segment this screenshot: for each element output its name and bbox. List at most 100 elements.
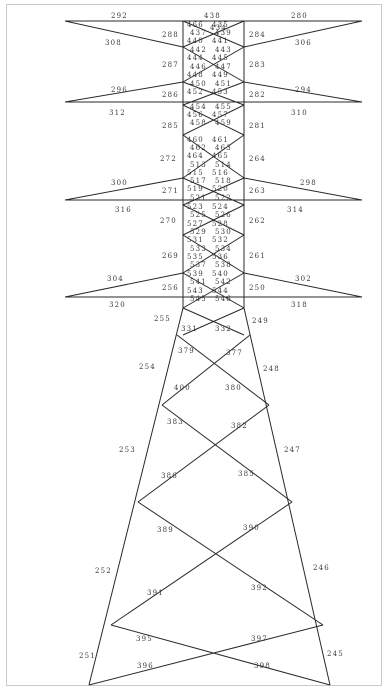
label-272: 272: [160, 155, 177, 163]
mast-node-label: 446: [190, 63, 207, 71]
label-261: 261: [249, 252, 266, 260]
mast-node-label: 531: [187, 236, 204, 244]
mast-node-label: 515: [187, 169, 204, 177]
mast-node-label: 546: [215, 295, 232, 303]
label-294: 294: [295, 86, 312, 94]
mast-node-label: 516: [212, 169, 229, 177]
label-398: 398: [254, 662, 271, 670]
crossarm-2-left-upper: [64, 81, 184, 103]
mast-node-label: 437: [190, 29, 207, 37]
mast-node-label: 460: [187, 136, 204, 144]
label-382: 382: [231, 422, 248, 430]
mast-node-label: 517: [190, 177, 207, 185]
label-247: 247: [284, 446, 301, 454]
label-283: 283: [249, 61, 266, 69]
label-286: 286: [162, 91, 179, 99]
mast-node-label: 540: [212, 270, 229, 278]
mast-node-label: 536: [212, 253, 229, 261]
mast-node-label: 544: [212, 287, 229, 295]
label-312: 312: [109, 109, 126, 117]
label-391: 391: [147, 589, 164, 597]
label-396: 396: [137, 662, 154, 670]
label-281: 281: [249, 122, 266, 130]
label-385: 385: [238, 470, 255, 478]
label-389: 389: [157, 526, 174, 534]
label-320: 320: [109, 301, 126, 309]
label-434: 434: [210, 24, 227, 32]
mast-node-label: 524: [212, 203, 229, 211]
mast-node-label: 448: [187, 71, 204, 79]
label-264: 264: [249, 155, 266, 163]
mast-node-label: 459: [215, 119, 232, 127]
mast-node-label: 542: [215, 278, 232, 286]
mast-node-label: 535: [187, 253, 204, 261]
mast-node-label: 450: [190, 80, 207, 88]
mast-node-label: 441: [212, 37, 229, 45]
crossarm-3-left-upper: [64, 177, 184, 201]
figure-frame: 292 438 288 434 284 280 308 306 287 283 …: [6, 4, 382, 686]
mast-node-label: 463: [215, 144, 232, 152]
mast-node-label: 439: [215, 29, 232, 37]
label-379: 379: [178, 347, 195, 355]
label-288: 288: [162, 31, 179, 39]
label-316: 316: [115, 206, 132, 214]
label-252: 252: [95, 567, 112, 575]
label-314: 314: [287, 206, 304, 214]
mast-node-label: 530: [215, 228, 232, 236]
label-400: 400: [174, 384, 191, 392]
mast-node-label: 465: [212, 152, 229, 160]
mast-node-label: 522: [215, 194, 232, 202]
label-296: 296: [111, 86, 128, 94]
label-248: 248: [263, 365, 280, 373]
mast-node-label: 435: [212, 21, 229, 29]
mast-node-label: 537: [190, 261, 207, 269]
mast-node-label: 442: [190, 46, 207, 54]
mast-node-label: 449: [212, 71, 229, 79]
label-395: 395: [136, 635, 153, 643]
mast-node-label: 440: [187, 37, 204, 45]
label-383: 383: [167, 418, 184, 426]
mast-node-label: 453: [212, 88, 229, 96]
label-256: 256: [162, 284, 179, 292]
crossarm-2-right-upper: [243, 81, 363, 103]
mast-node-label: 451: [215, 80, 232, 88]
mast-node-label: 514: [215, 161, 232, 169]
label-253: 253: [119, 446, 136, 454]
mast-node-label: 466: [187, 21, 204, 29]
label-287: 287: [162, 61, 179, 69]
mast-node-label: 445: [212, 54, 229, 62]
body-right-leg: [243, 307, 331, 686]
label-390: 390: [243, 524, 260, 532]
label-292: 292: [111, 12, 128, 20]
mast-node-label: 455: [215, 103, 232, 111]
label-392: 392: [251, 584, 268, 592]
label-262: 262: [249, 217, 266, 225]
mast-node-label: 464: [187, 152, 204, 160]
label-271: 271: [162, 187, 179, 195]
label-282: 282: [249, 91, 266, 99]
label-386: 386: [161, 472, 178, 480]
mast-node-label: 543: [187, 287, 204, 295]
label-254: 254: [139, 363, 156, 371]
label-332: 332: [215, 325, 232, 333]
mast-node-label: 458: [190, 119, 207, 127]
mast-node-label: 454: [190, 103, 207, 111]
label-304: 304: [107, 275, 124, 283]
label-284: 284: [249, 31, 266, 39]
label-302: 302: [295, 275, 312, 283]
label-269: 269: [162, 252, 179, 260]
mast-node-label: 457: [212, 111, 229, 119]
mast-node-label: 545: [190, 295, 207, 303]
label-280: 280: [291, 12, 308, 20]
mast-node-label: 461: [212, 136, 229, 144]
label-263: 263: [249, 187, 266, 195]
mast-node-label: 526: [215, 211, 232, 219]
label-250: 250: [249, 284, 266, 292]
mast-node-label: 518: [215, 177, 232, 185]
mast-node-label: 528: [212, 220, 229, 228]
mast-node-label: 519: [187, 185, 204, 193]
mast-node-label: 513: [190, 161, 207, 169]
label-300: 300: [111, 179, 128, 187]
label-298: 298: [300, 179, 317, 187]
mast-node-label: 444: [187, 54, 204, 62]
